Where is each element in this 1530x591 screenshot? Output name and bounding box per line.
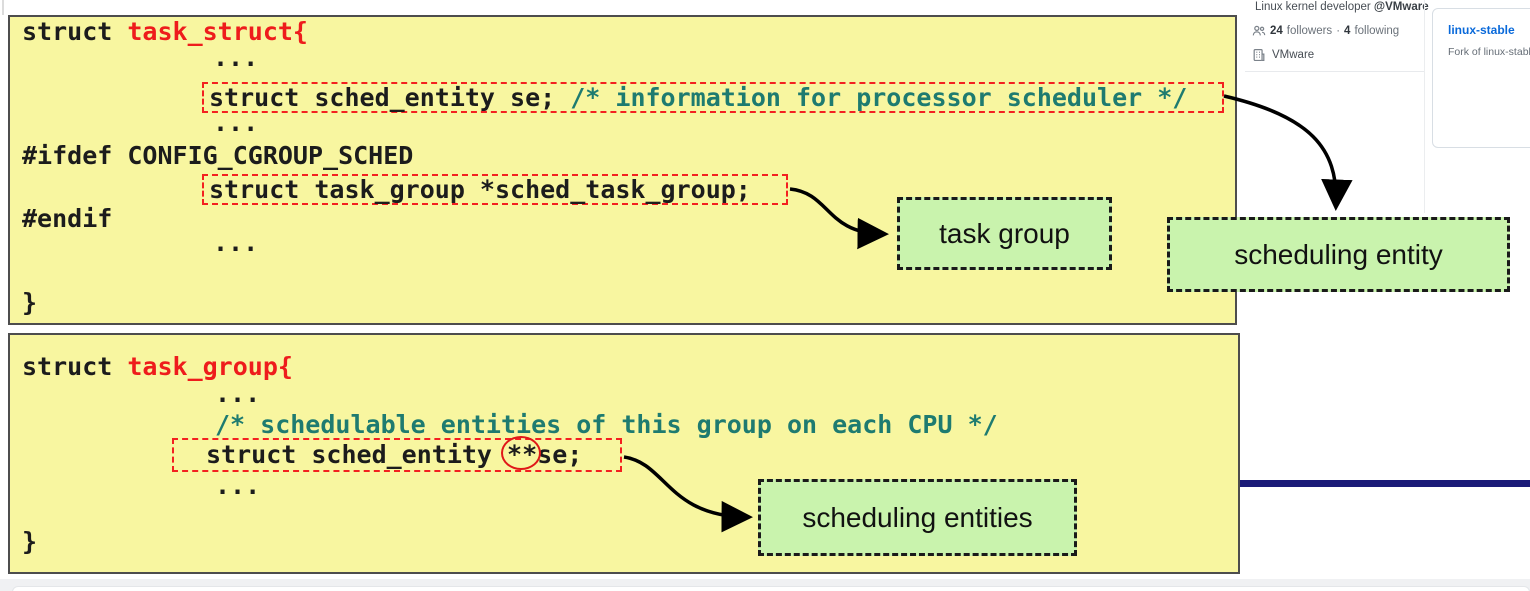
profile-bio-text: Linux kernel developer xyxy=(1255,1,1374,13)
profile-org-row[interactable]: VMware xyxy=(1252,48,1314,62)
code-se-after: se; xyxy=(537,440,583,469)
arrow-to-scheduling-entity xyxy=(1223,94,1353,211)
profile-divider xyxy=(1245,71,1424,72)
code-struct-name: task_struct{ xyxy=(127,17,308,46)
sidebar-content-divider xyxy=(1424,0,1425,213)
code-keyword: struct xyxy=(22,17,128,46)
people-icon xyxy=(1252,25,1266,36)
code-close-brace: } xyxy=(22,288,38,317)
label-scheduling-entity: scheduling entity xyxy=(1167,217,1510,292)
followers-count: 24 xyxy=(1270,25,1283,37)
label-task-group: task group xyxy=(897,197,1112,270)
code-endif: #endif xyxy=(22,204,113,233)
code-comment-schedulable-entities: /* schedulable entities of this group on… xyxy=(215,410,998,439)
code-close-brace: } xyxy=(22,527,38,556)
code-ifdef: #ifdef CONFIG_CGROUP_SCHED xyxy=(22,141,414,170)
code-sched-entity-comment: /* information for processor scheduler *… xyxy=(570,83,1188,112)
profile-bio-mention[interactable]: @VMware xyxy=(1373,1,1429,13)
following-count: 4 xyxy=(1344,25,1351,37)
profile-bio: Linux kernel developer @VMware xyxy=(1255,1,1429,13)
code-ellipsis: ... xyxy=(213,228,259,257)
repo-link[interactable]: linux-stable xyxy=(1448,23,1515,37)
followers-label: followers xyxy=(1286,25,1333,37)
code-line-task-struct-open: struct task_struct{ xyxy=(22,17,308,46)
bottom-card-top-edge xyxy=(12,586,1530,591)
following-label: following xyxy=(1354,25,1400,37)
organization-icon xyxy=(1253,48,1265,62)
highlight-sched-task-group-line: struct task_group *sched_task_group; xyxy=(202,174,788,205)
code-ellipsis: ... xyxy=(213,108,259,137)
profile-follow-row[interactable]: 24 followers · 4 following xyxy=(1252,24,1399,38)
navy-horizontal-line xyxy=(1240,480,1530,487)
code-se-before: struct sched_entity xyxy=(206,440,508,469)
code-ellipsis: ... xyxy=(213,43,259,72)
code-sched-task-group: struct task_group *sched_task_group; xyxy=(209,175,751,204)
code-se-double-pointer-circled: ** xyxy=(501,436,542,470)
code-sched-entity: struct sched_entity se; xyxy=(209,83,571,112)
repo-description: Fork of linux-stable repo xyxy=(1448,46,1530,58)
code-line-task-group-open: struct task_group{ xyxy=(22,352,293,381)
code-ellipsis: ... xyxy=(215,471,261,500)
label-scheduling-entities: scheduling entities xyxy=(758,479,1077,556)
repo-card: linux-stable Fork of linux-stable repo xyxy=(1432,8,1530,148)
code-ellipsis: ... xyxy=(215,379,261,408)
org-name: VMware xyxy=(1272,49,1315,61)
code-struct-name: task_group{ xyxy=(127,352,293,381)
highlight-sched-entity-line: struct sched_entity se; /* information f… xyxy=(202,82,1224,113)
task-struct-code-box xyxy=(8,15,1237,325)
code-keyword: struct xyxy=(22,352,128,381)
highlight-se-pointer-line: struct sched_entity **se; xyxy=(172,436,622,472)
dot-separator: · xyxy=(1336,25,1341,37)
left-edge-divider xyxy=(2,0,4,15)
